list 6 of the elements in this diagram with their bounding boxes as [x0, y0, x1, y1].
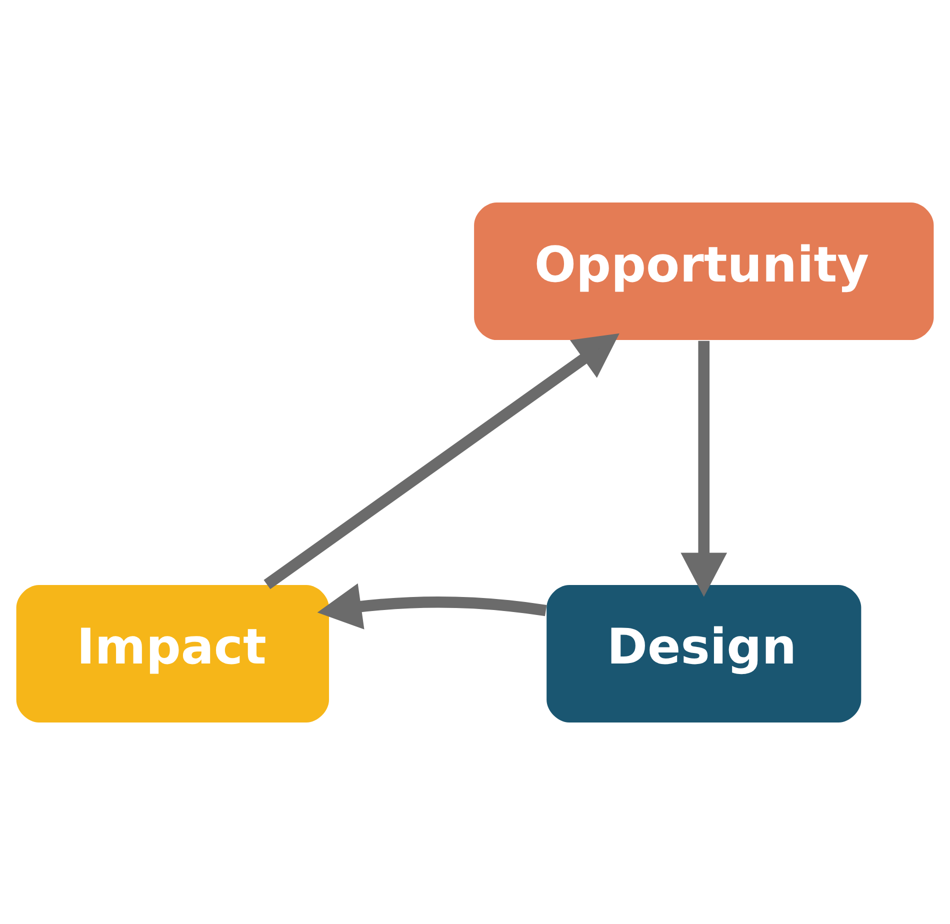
node-box: Impact: [16, 584, 329, 722]
node-box: Design: [546, 584, 862, 722]
arrow: [264, 332, 620, 589]
arrow: [680, 340, 728, 596]
node-box: Opportunity: [474, 202, 934, 340]
arrow: [317, 582, 547, 629]
